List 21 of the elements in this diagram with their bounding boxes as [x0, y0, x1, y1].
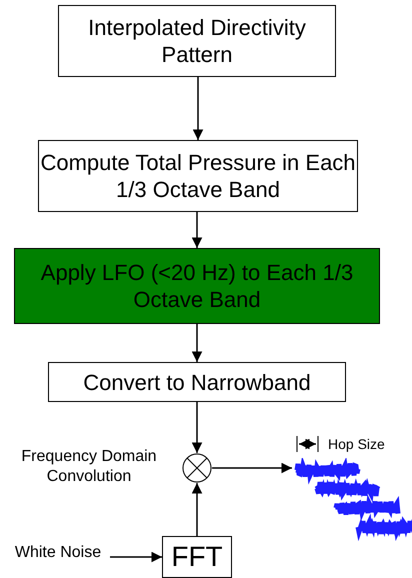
arrow: [192, 212, 202, 248]
node-text: Compute Total Pressure in Each 1/3 Octave Band: [39, 149, 357, 203]
arrow: [192, 402, 202, 453]
dimension-label: Hop Size: [328, 435, 385, 453]
arrow: [192, 483, 202, 536]
arrow: [192, 324, 202, 362]
node-caption: Frequency Domain Convolution: [20, 447, 158, 487]
node-text: White Noise: [14, 543, 102, 563]
fft-box: [162, 536, 232, 578]
arrow: [110, 552, 162, 562]
node-text: Apply LFO (<20 Hz) to Each 1/3 Octave Band: [40, 259, 354, 313]
process-box: [58, 5, 336, 77]
node-text: Convert to Narrowband: [83, 368, 311, 396]
process-box: [38, 140, 358, 212]
arrow: [192, 77, 204, 140]
waveform-drawing: [292, 458, 412, 542]
process-box: [48, 362, 346, 402]
process-box: [14, 248, 380, 324]
node-text: Interpolated Directivity Pattern: [87, 14, 307, 68]
node-text: FFT: [171, 540, 223, 574]
arrow: [212, 462, 292, 474]
